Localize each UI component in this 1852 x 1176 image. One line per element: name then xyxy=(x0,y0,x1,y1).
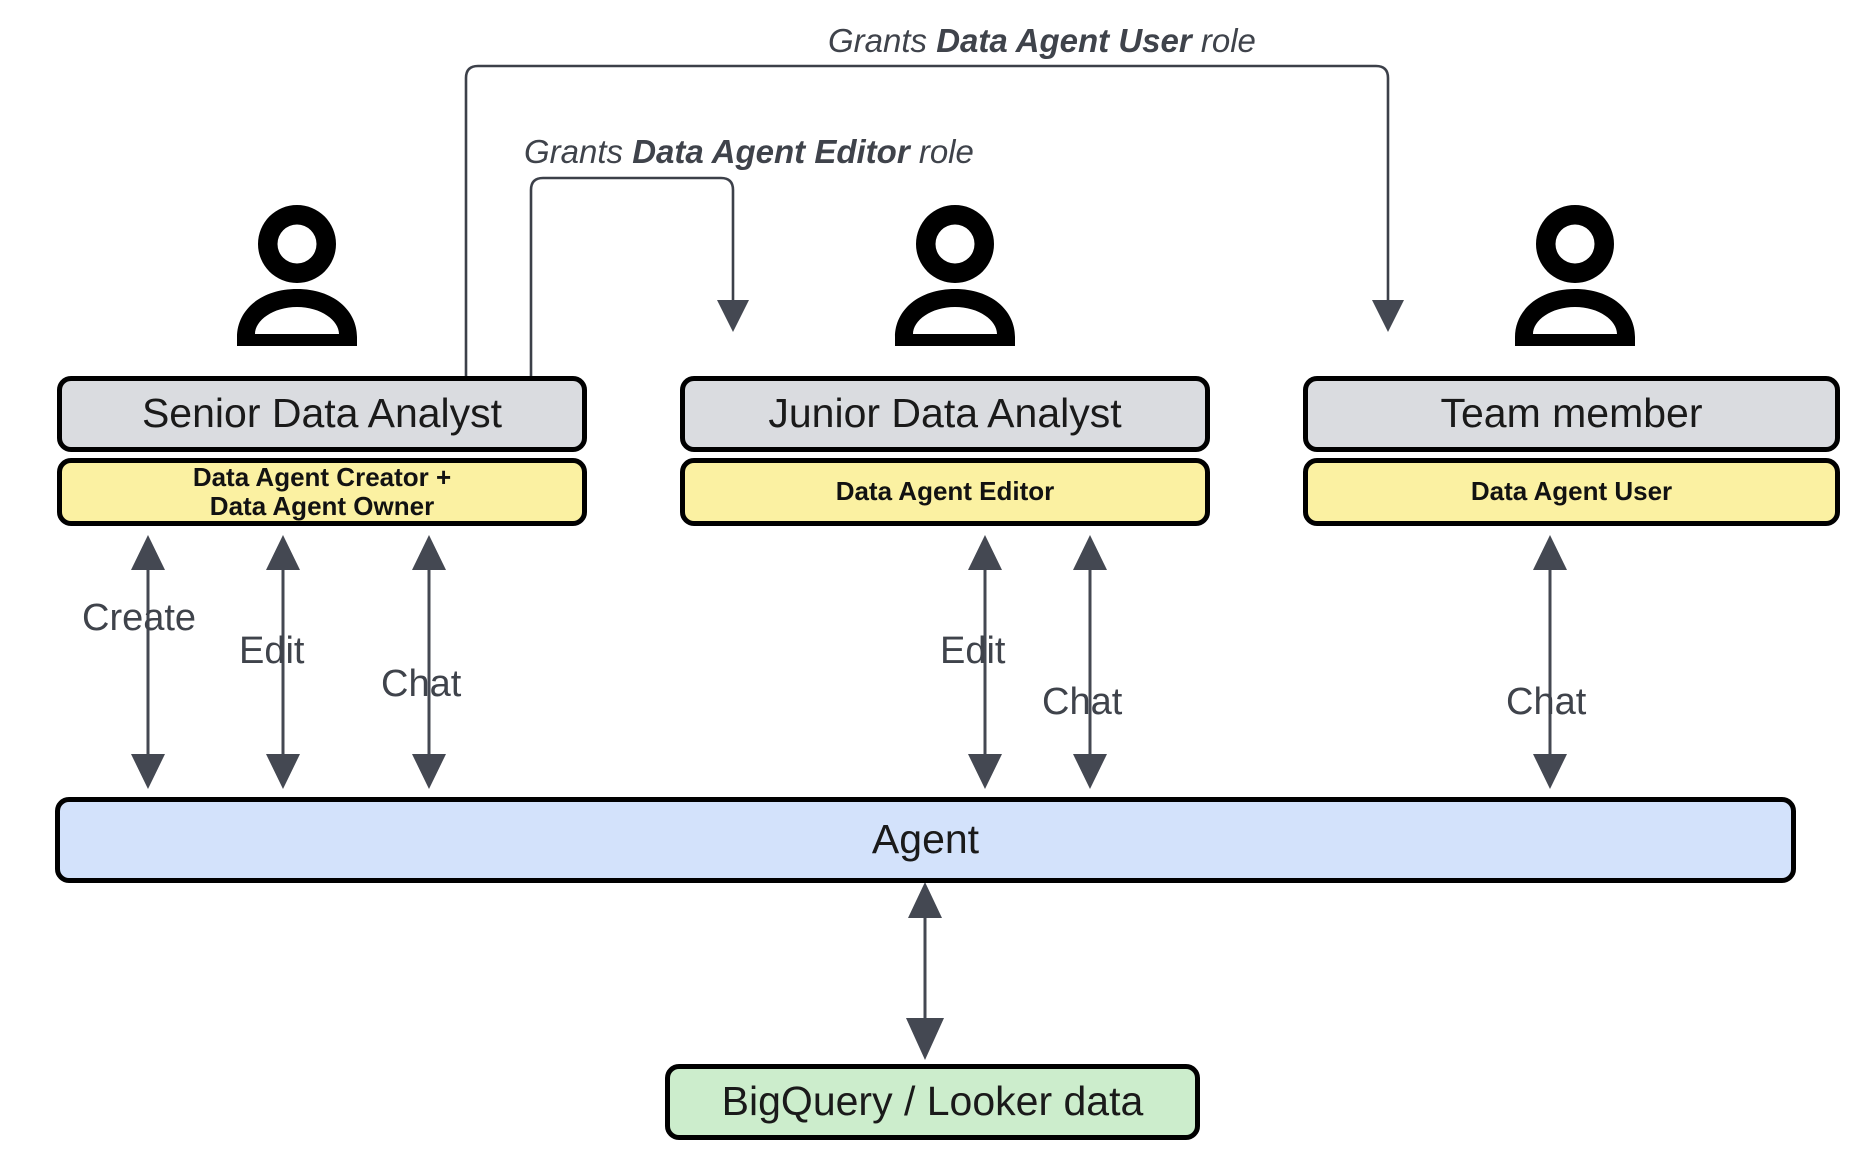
action-arrow-chat-senior xyxy=(412,535,446,789)
arrow-head-icon xyxy=(717,300,749,332)
action-label-chat-team: Chat xyxy=(1506,681,1586,724)
persona-role-team-member[interactable]: Data Agent User xyxy=(1303,458,1840,526)
persona-role-line1: Data Agent Editor xyxy=(835,476,1055,507)
grant-label-suffix: role xyxy=(909,133,974,170)
action-label-text: Create xyxy=(82,597,197,639)
arrow-head-icon xyxy=(968,535,1002,570)
arrow-head-icon xyxy=(131,535,165,570)
action-label-edit-junior: Edit xyxy=(940,630,1005,673)
arrow-head-icon xyxy=(1533,535,1567,570)
arrow-head-icon xyxy=(412,535,446,570)
arrow-head-icon xyxy=(266,754,300,789)
persona-role-senior-data-analyst[interactable]: Data Agent Creator + Data Agent Owner xyxy=(57,458,587,526)
action-label-edit-senior: Edit xyxy=(239,630,304,673)
persona-title-senior-data-analyst[interactable]: Senior Data Analyst xyxy=(57,376,587,452)
action-arrow-chat-junior xyxy=(1073,535,1107,789)
arrow-head-icon xyxy=(1533,754,1567,789)
action-label-text: Edit xyxy=(239,630,305,672)
persona-title-team-member[interactable]: Team member xyxy=(1303,376,1840,452)
datasource-node[interactable]: BigQuery / Looker data xyxy=(665,1064,1200,1140)
agent-node[interactable]: Agent xyxy=(55,797,1796,883)
arrow-head-icon xyxy=(1073,754,1107,789)
persona-role-junior-data-analyst[interactable]: Data Agent Editor xyxy=(680,458,1210,526)
arrow-head-icon xyxy=(1073,535,1107,570)
grant-label-data-agent-user: Grants Data Agent User role xyxy=(828,22,1256,60)
persona-role-line1: Data Agent Creator + xyxy=(192,461,452,492)
agent-label: Agent xyxy=(871,816,980,863)
persona-role-line2: Data Agent Owner xyxy=(209,491,435,521)
grant-label-prefix: Grants xyxy=(828,22,937,59)
action-label-text: Chat xyxy=(381,663,462,705)
persona-title-junior-data-analyst[interactable]: Junior Data Analyst xyxy=(680,376,1210,452)
persona-title-label: Junior Data Analyst xyxy=(768,390,1122,437)
grant-label-role: Data Agent Editor xyxy=(632,133,910,170)
grant-label-prefix: Grants xyxy=(524,133,633,170)
action-label-create: Create xyxy=(82,597,196,640)
arrow-head-icon xyxy=(1372,300,1404,332)
grant-label-role: Data Agent User xyxy=(936,22,1192,59)
action-arrow-edit-senior xyxy=(266,535,300,789)
action-arrow-edit-junior xyxy=(968,535,1002,789)
datasource-label: BigQuery / Looker data xyxy=(721,1078,1144,1125)
action-label-text: Edit xyxy=(940,630,1006,672)
arrow-head-icon xyxy=(908,882,942,918)
persona-role-line1: Data Agent User xyxy=(1470,476,1673,507)
action-arrow-chat-team xyxy=(1533,535,1567,789)
grant-connector-data-agent-user xyxy=(464,64,1404,378)
action-label-text: Chat xyxy=(1506,681,1587,723)
grant-label-suffix: role xyxy=(1191,22,1256,59)
grant-connector-data-agent-editor xyxy=(529,176,749,378)
grant-label-data-agent-editor: Grants Data Agent Editor role xyxy=(524,133,974,171)
action-label-chat-senior: Chat xyxy=(381,663,461,706)
action-arrow-create xyxy=(131,535,165,789)
action-label-chat-junior: Chat xyxy=(1042,681,1122,724)
persona-title-label: Senior Data Analyst xyxy=(141,390,503,437)
arrow-head-icon xyxy=(266,535,300,570)
arrow-head-icon xyxy=(906,1018,944,1060)
person-icon xyxy=(895,205,1015,346)
arrow-head-icon xyxy=(968,754,1002,789)
arrow-head-icon xyxy=(131,754,165,789)
arrow-head-icon xyxy=(412,754,446,789)
action-label-text: Chat xyxy=(1042,681,1123,723)
agent-datasource-arrow xyxy=(906,882,944,1060)
persona-title-label: Team member xyxy=(1440,390,1703,437)
person-icon xyxy=(1515,205,1635,346)
person-icon xyxy=(237,205,357,346)
